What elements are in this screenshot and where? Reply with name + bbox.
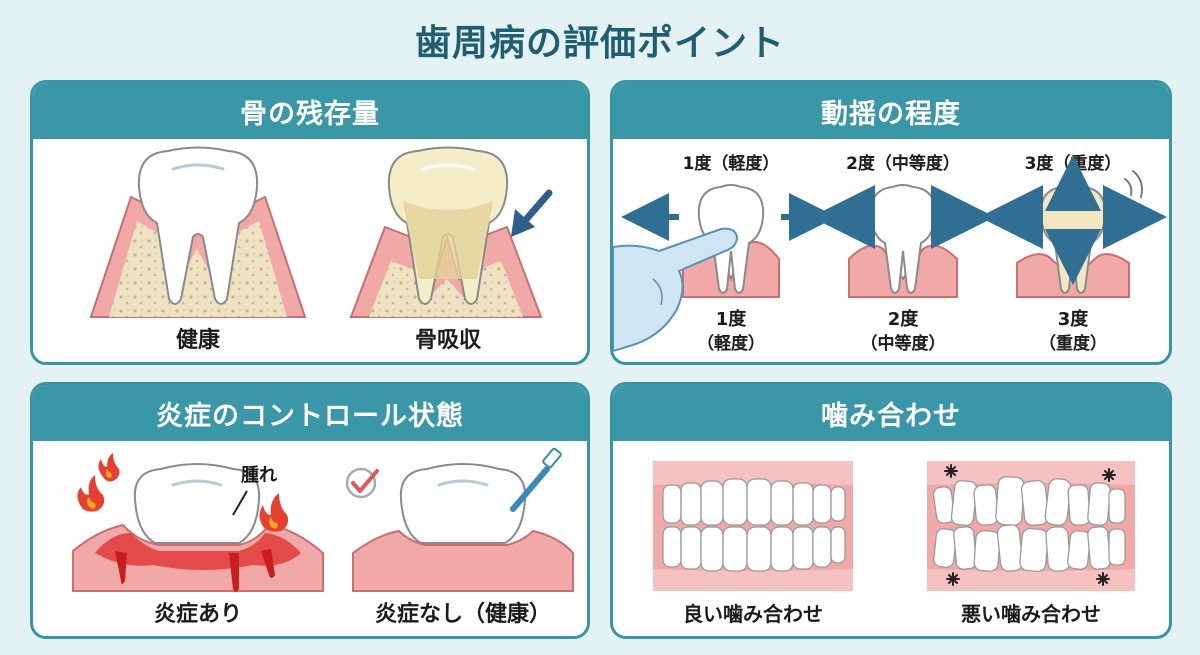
inflammation-panel: 炎症のコントロール状態 腫れ 炎症あり bbox=[30, 382, 590, 639]
vibration-icon bbox=[1124, 170, 1143, 198]
arrow-down-left-icon bbox=[511, 189, 553, 237]
healthy-gum-diagram bbox=[352, 463, 574, 592]
degree1-bottom-num: 1度 bbox=[716, 308, 748, 330]
mobility-panel-title: 動揺の程度 bbox=[613, 83, 1169, 139]
bad-bite-label: 悪い噛み合わせ bbox=[961, 602, 1101, 626]
checkmark-icon bbox=[345, 467, 379, 499]
occlusion-panel: 噛み合わせ bbox=[610, 382, 1172, 639]
mobility-panel: 動揺の程度 1度（軽度） 1度 （軽度） 2度（中等度） 2度 （中等度） bbox=[610, 80, 1172, 365]
inflammation-illustration: 腫れ 炎症あり 炎症なし（健康） bbox=[72, 447, 574, 627]
bone-healthy-label: 健康 bbox=[176, 327, 221, 353]
degree2-tooth bbox=[848, 184, 958, 298]
degree2-top-label: 2度（中等度） bbox=[846, 153, 960, 174]
bone-resorption-label: 骨吸収 bbox=[415, 328, 482, 353]
occlusion-panel-title: 噛み合わせ bbox=[613, 385, 1169, 441]
bone-illustration: 健康 骨吸収 bbox=[89, 146, 553, 353]
flame-icon bbox=[98, 453, 120, 482]
inflammation-panel-title: 炎症のコントロール状態 bbox=[33, 385, 587, 441]
swelling-pointer bbox=[232, 490, 248, 516]
healthy-tooth-diagram bbox=[89, 146, 307, 318]
degree2-bottom-desc: （中等度） bbox=[861, 333, 946, 354]
flame-icon bbox=[259, 493, 289, 532]
degree2-bottom-num: 2度 bbox=[888, 308, 920, 330]
swelling-label: 腫れ bbox=[241, 464, 277, 486]
toothbrush-icon bbox=[510, 447, 562, 512]
bone-panel-title: 骨の残存量 bbox=[33, 83, 587, 139]
bad-bite-diagram bbox=[927, 461, 1135, 591]
no-inflammation-label: 炎症なし（健康） bbox=[375, 601, 551, 627]
finger-icon bbox=[613, 227, 739, 353]
mobility-illustration: 1度（軽度） 1度 （軽度） 2度（中等度） 2度 （中等度） 3度（重度） bbox=[613, 153, 1167, 354]
occlusion-illustration: 良い噛み合わせ bbox=[653, 461, 1135, 626]
inflamed-label: 炎症あり bbox=[154, 601, 242, 627]
degree3-bottom-desc: （重度） bbox=[1039, 333, 1107, 354]
flame-icon bbox=[77, 475, 105, 512]
bone-resorption-diagram bbox=[349, 146, 553, 318]
impact-icon bbox=[944, 464, 1116, 586]
degree3-top-label: 3度（重度） bbox=[1025, 153, 1122, 174]
inflamed-gum-diagram bbox=[72, 463, 324, 592]
degree3-bottom-num: 3度 bbox=[1058, 308, 1090, 330]
page-title: 歯周病の評価ポイント bbox=[414, 23, 785, 64]
good-bite-diagram bbox=[653, 461, 853, 591]
degree1-bottom-desc: （軽度） bbox=[697, 333, 765, 354]
bone-panel: 骨の残存量 健康 bbox=[30, 80, 590, 365]
degree1-top-label: 1度（軽度） bbox=[683, 153, 780, 174]
good-bite-label: 良い噛み合わせ bbox=[683, 602, 823, 626]
